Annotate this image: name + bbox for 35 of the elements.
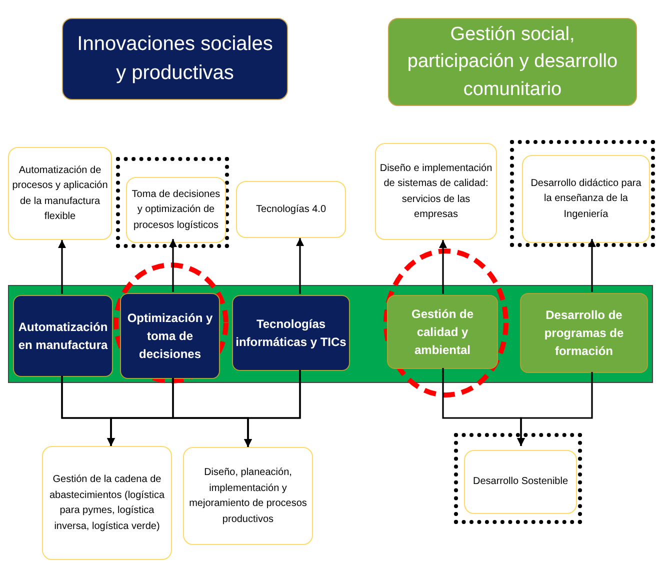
box-text: Tecnologías informáticas y TICs bbox=[235, 316, 347, 351]
topic-box bbox=[236, 181, 346, 238]
arrow bbox=[517, 372, 593, 446]
topic-box bbox=[42, 446, 172, 560]
banner-title: Innovaciones sociales y productivas bbox=[76, 32, 274, 86]
topic-box bbox=[126, 177, 226, 243]
arrow bbox=[58, 240, 66, 294]
dotted-frame bbox=[510, 140, 655, 247]
topic-box bbox=[375, 143, 497, 240]
arrow bbox=[439, 240, 447, 294]
box-text: Gestión de la cadena de abastecimientos (logística para pymes, logística inversa, logística verde) bbox=[48, 473, 166, 534]
topic-box bbox=[183, 447, 313, 545]
topic-box bbox=[522, 155, 650, 243]
box-text: Diseño e implementación de sistemas de calidad: servicios de las empresas bbox=[379, 162, 493, 222]
topic-box bbox=[8, 147, 112, 240]
arrow bbox=[169, 239, 177, 292]
box-text: Diseño, planeación, implementación y mejoramiento de procesos productivos bbox=[188, 466, 308, 526]
box-text: Desarrollo didáctico para la enseñanza de la Ingeniería bbox=[530, 176, 642, 222]
banner-title: Gestión social, participación y desarrollo comunitario bbox=[406, 22, 619, 102]
box-text: Desarrollo de programas de formación bbox=[543, 307, 625, 360]
box-text: Gestión de calidad y ambiental bbox=[410, 306, 474, 359]
category-banner bbox=[62, 18, 288, 100]
topic-box bbox=[464, 450, 577, 514]
box-text: Toma de decisiones y optimización de procesos logísticos bbox=[130, 188, 222, 233]
box-text: Tecnologías 4.0 bbox=[256, 202, 326, 217]
dotted-frame bbox=[454, 433, 582, 524]
category-banner bbox=[388, 18, 637, 106]
box-text: Desarrollo Sostenible bbox=[472, 475, 568, 490]
box-text: Automatización en manufactura bbox=[17, 319, 109, 354]
box-text: Optimización y toma de decisiones bbox=[126, 310, 214, 363]
arrow bbox=[244, 370, 301, 447]
arrow bbox=[296, 238, 304, 294]
arrow bbox=[588, 239, 596, 292]
dotted-frame bbox=[116, 157, 229, 248]
box-text: Automatización de procesos y aplicación de la manufactura flexible bbox=[12, 164, 108, 224]
